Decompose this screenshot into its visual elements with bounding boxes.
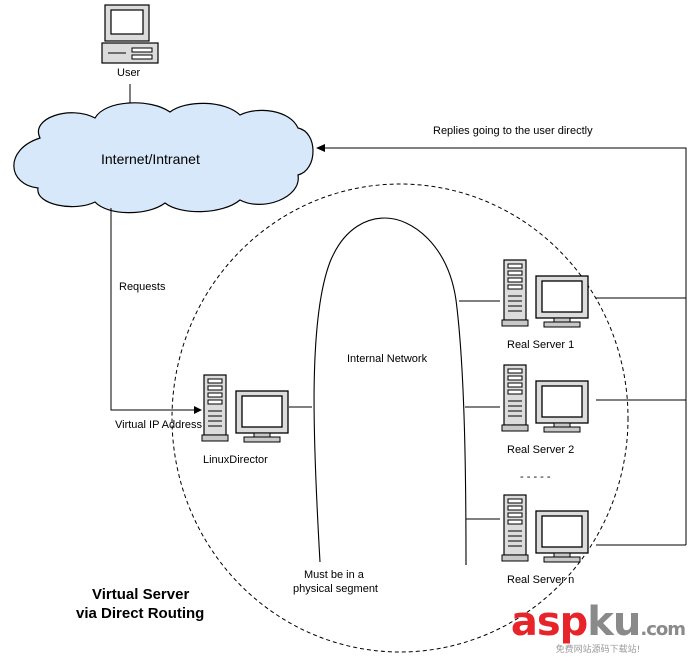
director-computer-icon [202, 375, 288, 442]
segment-note-line1: Must be in a [304, 569, 364, 581]
virtual-server-boundary [171, 183, 629, 653]
user-label: User [117, 67, 141, 79]
watermark-tld: .com [640, 619, 686, 640]
virtual-ip-label: Virtual IP Address [115, 419, 203, 431]
segment-note-line2: physical segment [293, 583, 378, 595]
user-computer-icon [101, 4, 159, 64]
real-server-1-icon [502, 260, 588, 327]
watermark-ku: ku [587, 599, 641, 645]
internal-network-label: Internal Network [347, 353, 428, 365]
director-label: LinuxDirector [203, 454, 268, 466]
real-server-1-label: Real Server 1 [507, 339, 575, 351]
real-server-2-label: Real Server 2 [507, 444, 575, 456]
internet-cloud [13, 102, 314, 214]
servers-ellipsis: - - - - - [520, 471, 551, 483]
title-line1: Virtual Server [92, 586, 190, 603]
replies-label: Replies going to the user directly [433, 125, 593, 137]
title-line2: via Direct Routing [76, 605, 205, 622]
watermark-brand: asp [510, 599, 588, 645]
replies-line [324, 147, 687, 545]
real-server-n-icon [502, 495, 588, 562]
watermark-logo: aspku.com 免费网站源码下载站! [510, 599, 686, 655]
replies-arrowhead [316, 144, 325, 152]
cloud-label: Internet/Intranet [101, 151, 200, 167]
real-server-2-icon [502, 365, 588, 432]
internal-network-segment [313, 217, 467, 566]
real-server-n-label: Real Server n [507, 574, 575, 586]
requests-line [110, 208, 198, 411]
watermark-subtitle: 免费网站源码下载站! [555, 645, 641, 655]
requests-label: Requests [119, 281, 166, 293]
requests-arrowhead [194, 406, 202, 414]
